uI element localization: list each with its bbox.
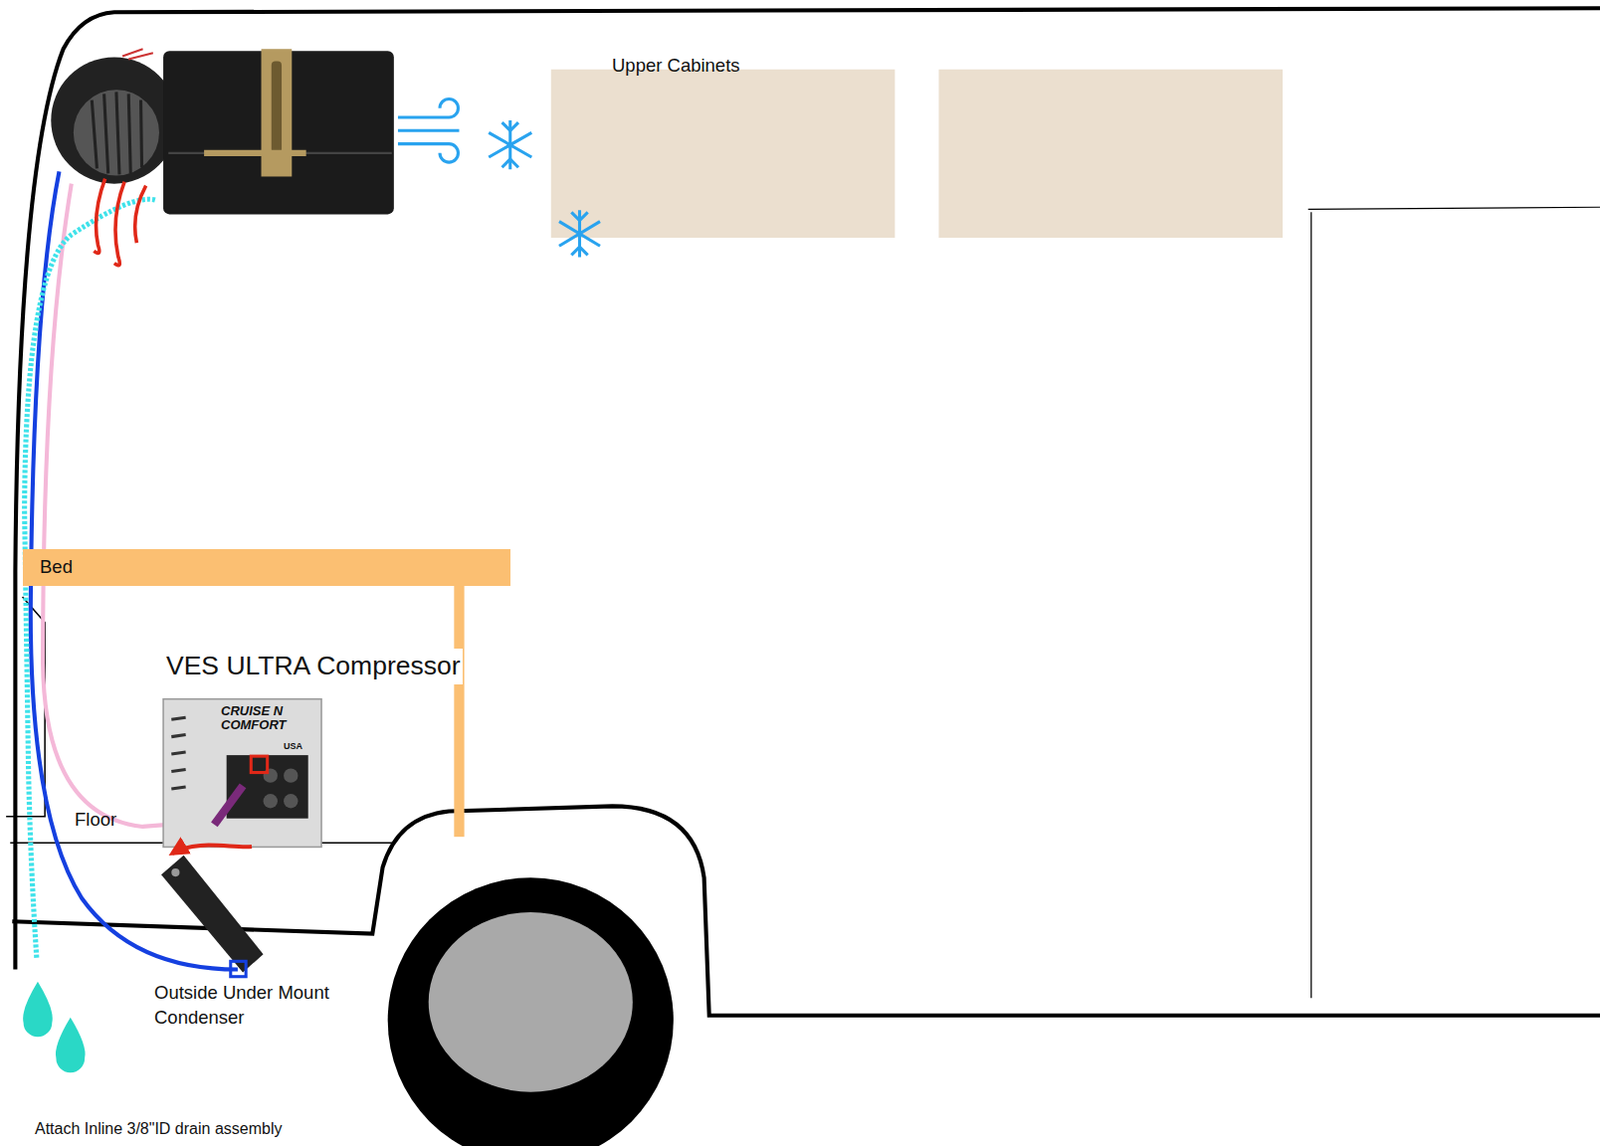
snowflake-icon — [488, 120, 600, 257]
airflow-symbol — [398, 99, 460, 164]
grille-lines — [91, 91, 142, 175]
brand-logo: CRUISE N COMFORT — [220, 704, 301, 732]
wheel-hub — [428, 912, 633, 1093]
condenser-label: Outside Under Mount Condenser — [154, 981, 369, 1031]
condenser-port — [171, 868, 180, 877]
port — [283, 768, 298, 783]
port-highlight — [230, 961, 246, 977]
water-drop — [22, 982, 53, 1037]
wheel-tire — [388, 877, 674, 1146]
port — [263, 794, 278, 808]
blower-housing — [50, 56, 178, 184]
bracket-slot — [271, 61, 282, 154]
port — [283, 794, 298, 808]
drain-note: Attach Inline 3/8"ID drain assembly — [34, 1118, 282, 1141]
bed-bar: Bed — [22, 549, 511, 587]
heat-symbol — [93, 179, 146, 266]
cabinet-panel — [551, 69, 896, 238]
van-roof-outline — [14, 7, 1600, 970]
compressor-box — [163, 699, 322, 848]
water-drop — [55, 1017, 86, 1073]
bracket-foot — [203, 150, 307, 157]
partition-line — [1308, 206, 1600, 999]
blower-grille — [73, 89, 160, 176]
evaporator-edge — [168, 152, 393, 155]
compressor-vents — [171, 717, 186, 790]
compressor-unit: VES ULTRA Compressor — [164, 648, 465, 847]
wire-bundle — [122, 48, 154, 59]
evaporator-box — [163, 50, 395, 214]
power-plug — [213, 786, 243, 825]
port — [263, 768, 278, 783]
refrigerant-arrow — [172, 845, 252, 854]
brand-country: USA — [283, 740, 303, 753]
compressor-heading: VES ULTRA Compressor — [164, 648, 463, 685]
bed-label: Bed — [39, 555, 73, 581]
mount-bracket — [261, 48, 293, 177]
floor-label: Floor — [74, 807, 117, 833]
cabinet-box: Upper Cabinets — [551, 53, 896, 238]
bed-leg — [453, 577, 464, 838]
cabinet-panel — [938, 69, 1283, 238]
refrigerant-line-pink — [42, 184, 169, 827]
port-highlight — [250, 756, 267, 773]
condenser-unit: Outside Under Mount Condenser — [154, 853, 371, 1033]
condenser-panel — [161, 855, 264, 974]
cabinet-label: Upper Cabinets — [611, 53, 741, 79]
